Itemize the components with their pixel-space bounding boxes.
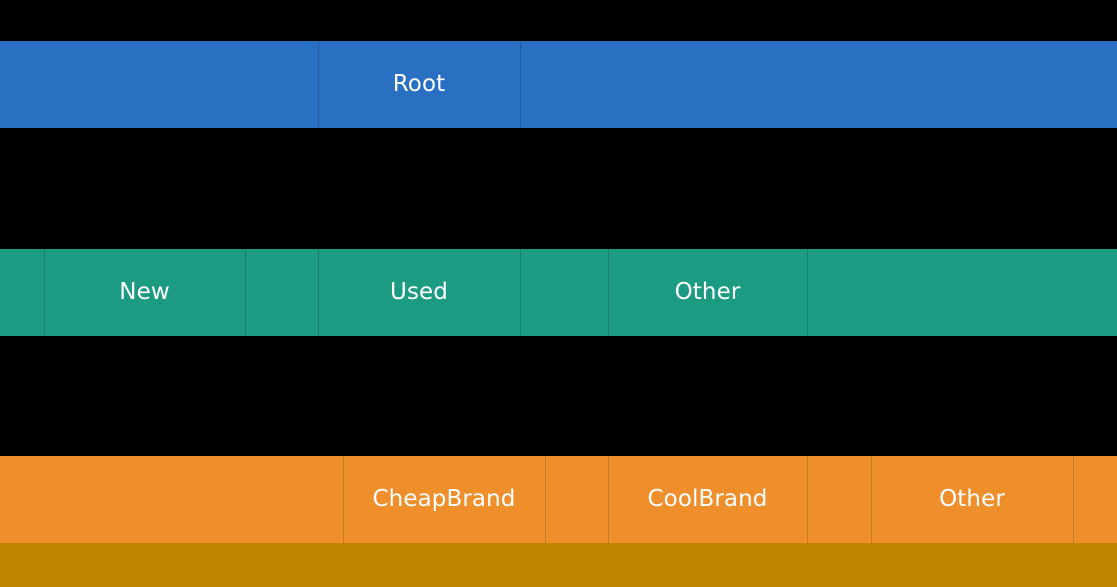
brand-level: CheapBrand CoolBrand Other: [0, 456, 1117, 543]
root-level: Root: [0, 41, 1117, 128]
sector-seam: [1073, 456, 1074, 543]
icicle-node-blank[interactable]: [0, 543, 1117, 587]
sector-seam: [520, 41, 521, 128]
icicle-node-blank[interactable]: [0, 41, 318, 128]
icicle-node-blank[interactable]: [545, 456, 608, 543]
icicle-node[interactable]: Used: [318, 249, 520, 336]
icicle-node[interactable]: CheapBrand: [343, 456, 545, 543]
icicle-node-label: Root: [392, 71, 446, 97]
icicle-node[interactable]: Root: [318, 41, 520, 128]
sector-seam: [318, 249, 319, 336]
sector-seam: [807, 249, 808, 336]
sector-seam: [608, 249, 609, 336]
icicle-node[interactable]: Other: [608, 249, 807, 336]
sector-seam: [871, 456, 872, 543]
sector-seam: [520, 249, 521, 336]
icicle-node[interactable]: CoolBrand: [608, 456, 807, 543]
sector-seam: [44, 249, 45, 336]
icicle-node-label: Other: [939, 486, 1005, 512]
leaf-level: [0, 543, 1117, 587]
icicle-node-label: Other: [674, 279, 741, 305]
sector-seam: [608, 456, 609, 543]
icicle-node-label: CheapBrand: [372, 486, 516, 512]
sector-seam: [343, 456, 344, 543]
sector-seam: [318, 41, 319, 128]
category-level: New Used Other: [0, 249, 1117, 336]
sector-seam: [807, 456, 808, 543]
icicle-node-blank[interactable]: [0, 456, 343, 543]
icicle-node[interactable]: New: [44, 249, 245, 336]
icicle-node-blank[interactable]: [1073, 456, 1117, 543]
icicle-node-label: CoolBrand: [647, 486, 768, 512]
icicle-node-blank[interactable]: [520, 41, 1117, 128]
icicle-node-label: Used: [390, 279, 448, 305]
icicle-node-blank[interactable]: [520, 249, 608, 336]
icicle-node-blank[interactable]: [0, 249, 44, 336]
sector-seam: [545, 456, 546, 543]
icicle-node[interactable]: Other: [871, 456, 1073, 543]
icicle-node-blank[interactable]: [807, 249, 1117, 336]
icicle-node-blank[interactable]: [245, 249, 318, 336]
icicle-node-label: New: [119, 279, 170, 305]
sector-seam: [245, 249, 246, 336]
icicle-node-blank[interactable]: [807, 456, 871, 543]
